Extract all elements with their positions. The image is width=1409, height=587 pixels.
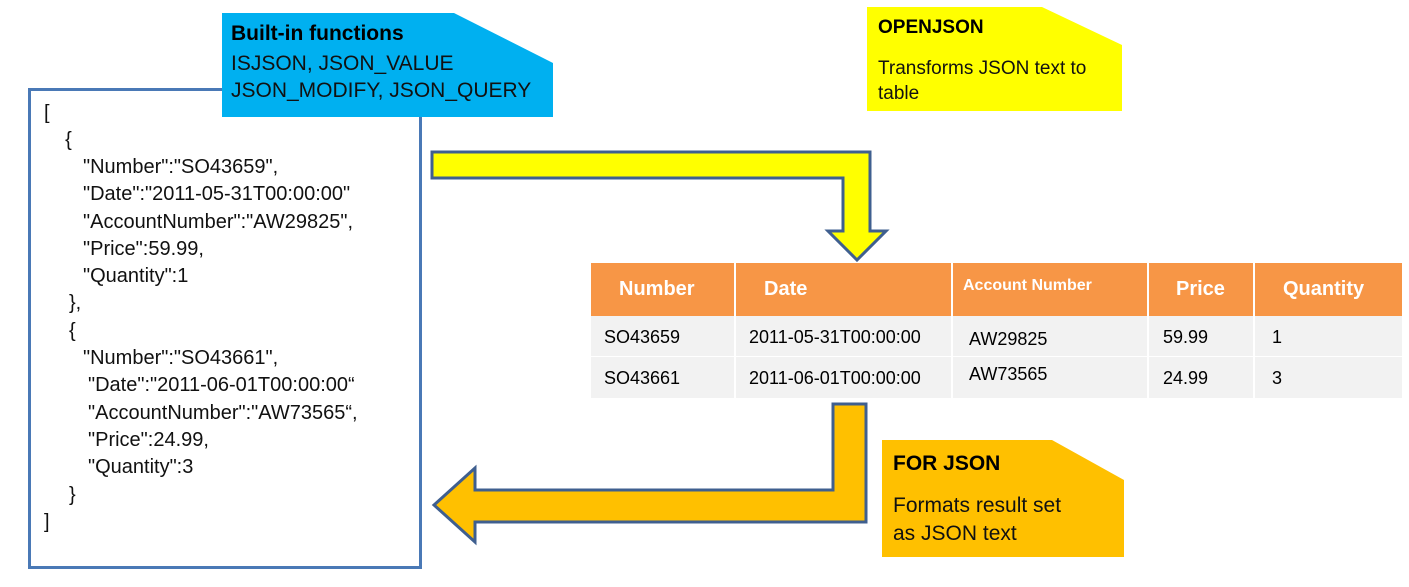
cell-text: AW73565: [969, 364, 1048, 384]
builtin-functions-callout: Built-in functions ISJSON, JSON_VALUE JS…: [222, 13, 553, 117]
column-header-label: Price: [1176, 278, 1225, 300]
json-line: "AccountNumber":"AW29825",: [83, 211, 353, 233]
cell-text: 24.99: [1163, 368, 1209, 388]
column-header-label: Quantity: [1283, 278, 1365, 300]
cell-text: AW29825: [969, 329, 1048, 349]
table-cell: AW73565: [953, 357, 1149, 398]
json-line: "Date":"2011-06-01T00:00:00“: [88, 374, 355, 396]
forjson-arrow: [431, 402, 868, 546]
json-line: },: [69, 292, 82, 314]
column-header-number: Number: [591, 263, 736, 316]
callout-shape: [222, 13, 553, 117]
callout-text: Transforms JSON text to: [878, 58, 1087, 79]
json-line: }: [69, 484, 76, 506]
json-line: {: [69, 320, 76, 342]
callout-title: FOR JSON: [893, 452, 1001, 475]
table-cell: 3: [1255, 357, 1402, 398]
json-line: "Quantity":3: [88, 456, 194, 478]
table-row: SO43661 2011-06-01T00:00:00 AW73565 24.9…: [591, 357, 1402, 398]
callout-text: ISJSON, JSON_VALUE: [231, 52, 454, 75]
table-row: SO43659 2011-05-31T00:00:00 AW29825 59.9…: [591, 316, 1402, 357]
table-cell: 59.99: [1149, 316, 1255, 357]
json-line: "Date":"2011-05-31T00:00:00": [83, 183, 351, 205]
column-header-label: Date: [764, 278, 808, 300]
json-line: "Price":59.99,: [83, 238, 204, 260]
column-header-label: Number: [619, 278, 695, 300]
openjson-arrow: [430, 150, 890, 263]
callout-text: table: [878, 83, 920, 104]
callout-title: Built-in functions: [231, 22, 404, 45]
json-line: "AccountNumber":"AW73565“,: [88, 402, 358, 424]
cell-text: 2011-05-31T00:00:00: [749, 327, 921, 347]
callout-title: OPENJSON: [878, 17, 984, 38]
openjson-callout: OPENJSON Transforms JSON text to table: [867, 7, 1122, 111]
json-line: "Price":24.99,: [88, 429, 209, 451]
table-cell: AW29825: [953, 316, 1149, 357]
json-line: "Number":"SO43659",: [83, 156, 279, 178]
callout-text: Formats result set: [893, 494, 1062, 517]
column-header-date: Date: [736, 263, 953, 316]
cell-text: SO43661: [604, 368, 681, 388]
table-cell: 1: [1255, 316, 1402, 357]
column-header-price: Price: [1149, 263, 1255, 316]
table-header: Number Date Account Number Price Quantit…: [591, 263, 1402, 316]
forjson-callout: FOR JSON Formats result set as JSON text: [882, 440, 1124, 557]
cell-text: SO43659: [604, 327, 681, 347]
table-cell: SO43661: [591, 357, 736, 398]
callout-shape: [882, 440, 1124, 557]
json-line: {: [54, 129, 72, 151]
column-header-account-number: Account Number: [953, 263, 1149, 316]
result-table: Number Date Account Number Price Quantit…: [591, 263, 1402, 398]
table-cell: 2011-05-31T00:00:00: [736, 316, 953, 357]
table-cell: 24.99: [1149, 357, 1255, 398]
cell-text: 2011-06-01T00:00:00: [749, 368, 921, 388]
json-line: "Quantity":1: [83, 265, 189, 287]
cell-text: 1: [1272, 327, 1283, 347]
callout-text: JSON_MODIFY, JSON_QUERY: [231, 79, 532, 102]
cell-text: 59.99: [1163, 327, 1209, 347]
callout-text: as JSON text: [893, 522, 1017, 545]
column-header-quantity: Quantity: [1255, 263, 1402, 316]
table-cell: SO43659: [591, 316, 736, 357]
callout-shape: [867, 7, 1122, 111]
json-line: "Number":"SO43661",: [83, 347, 279, 369]
json-line: [: [44, 102, 50, 124]
json-sample-box: [ { "Number":"SO43659", "Date":"2011-05-…: [28, 88, 422, 569]
json-line: ]: [44, 511, 50, 533]
cell-text: 3: [1272, 368, 1283, 388]
table-cell: 2011-06-01T00:00:00: [736, 357, 953, 398]
column-header-label: Account Number: [963, 277, 1092, 294]
